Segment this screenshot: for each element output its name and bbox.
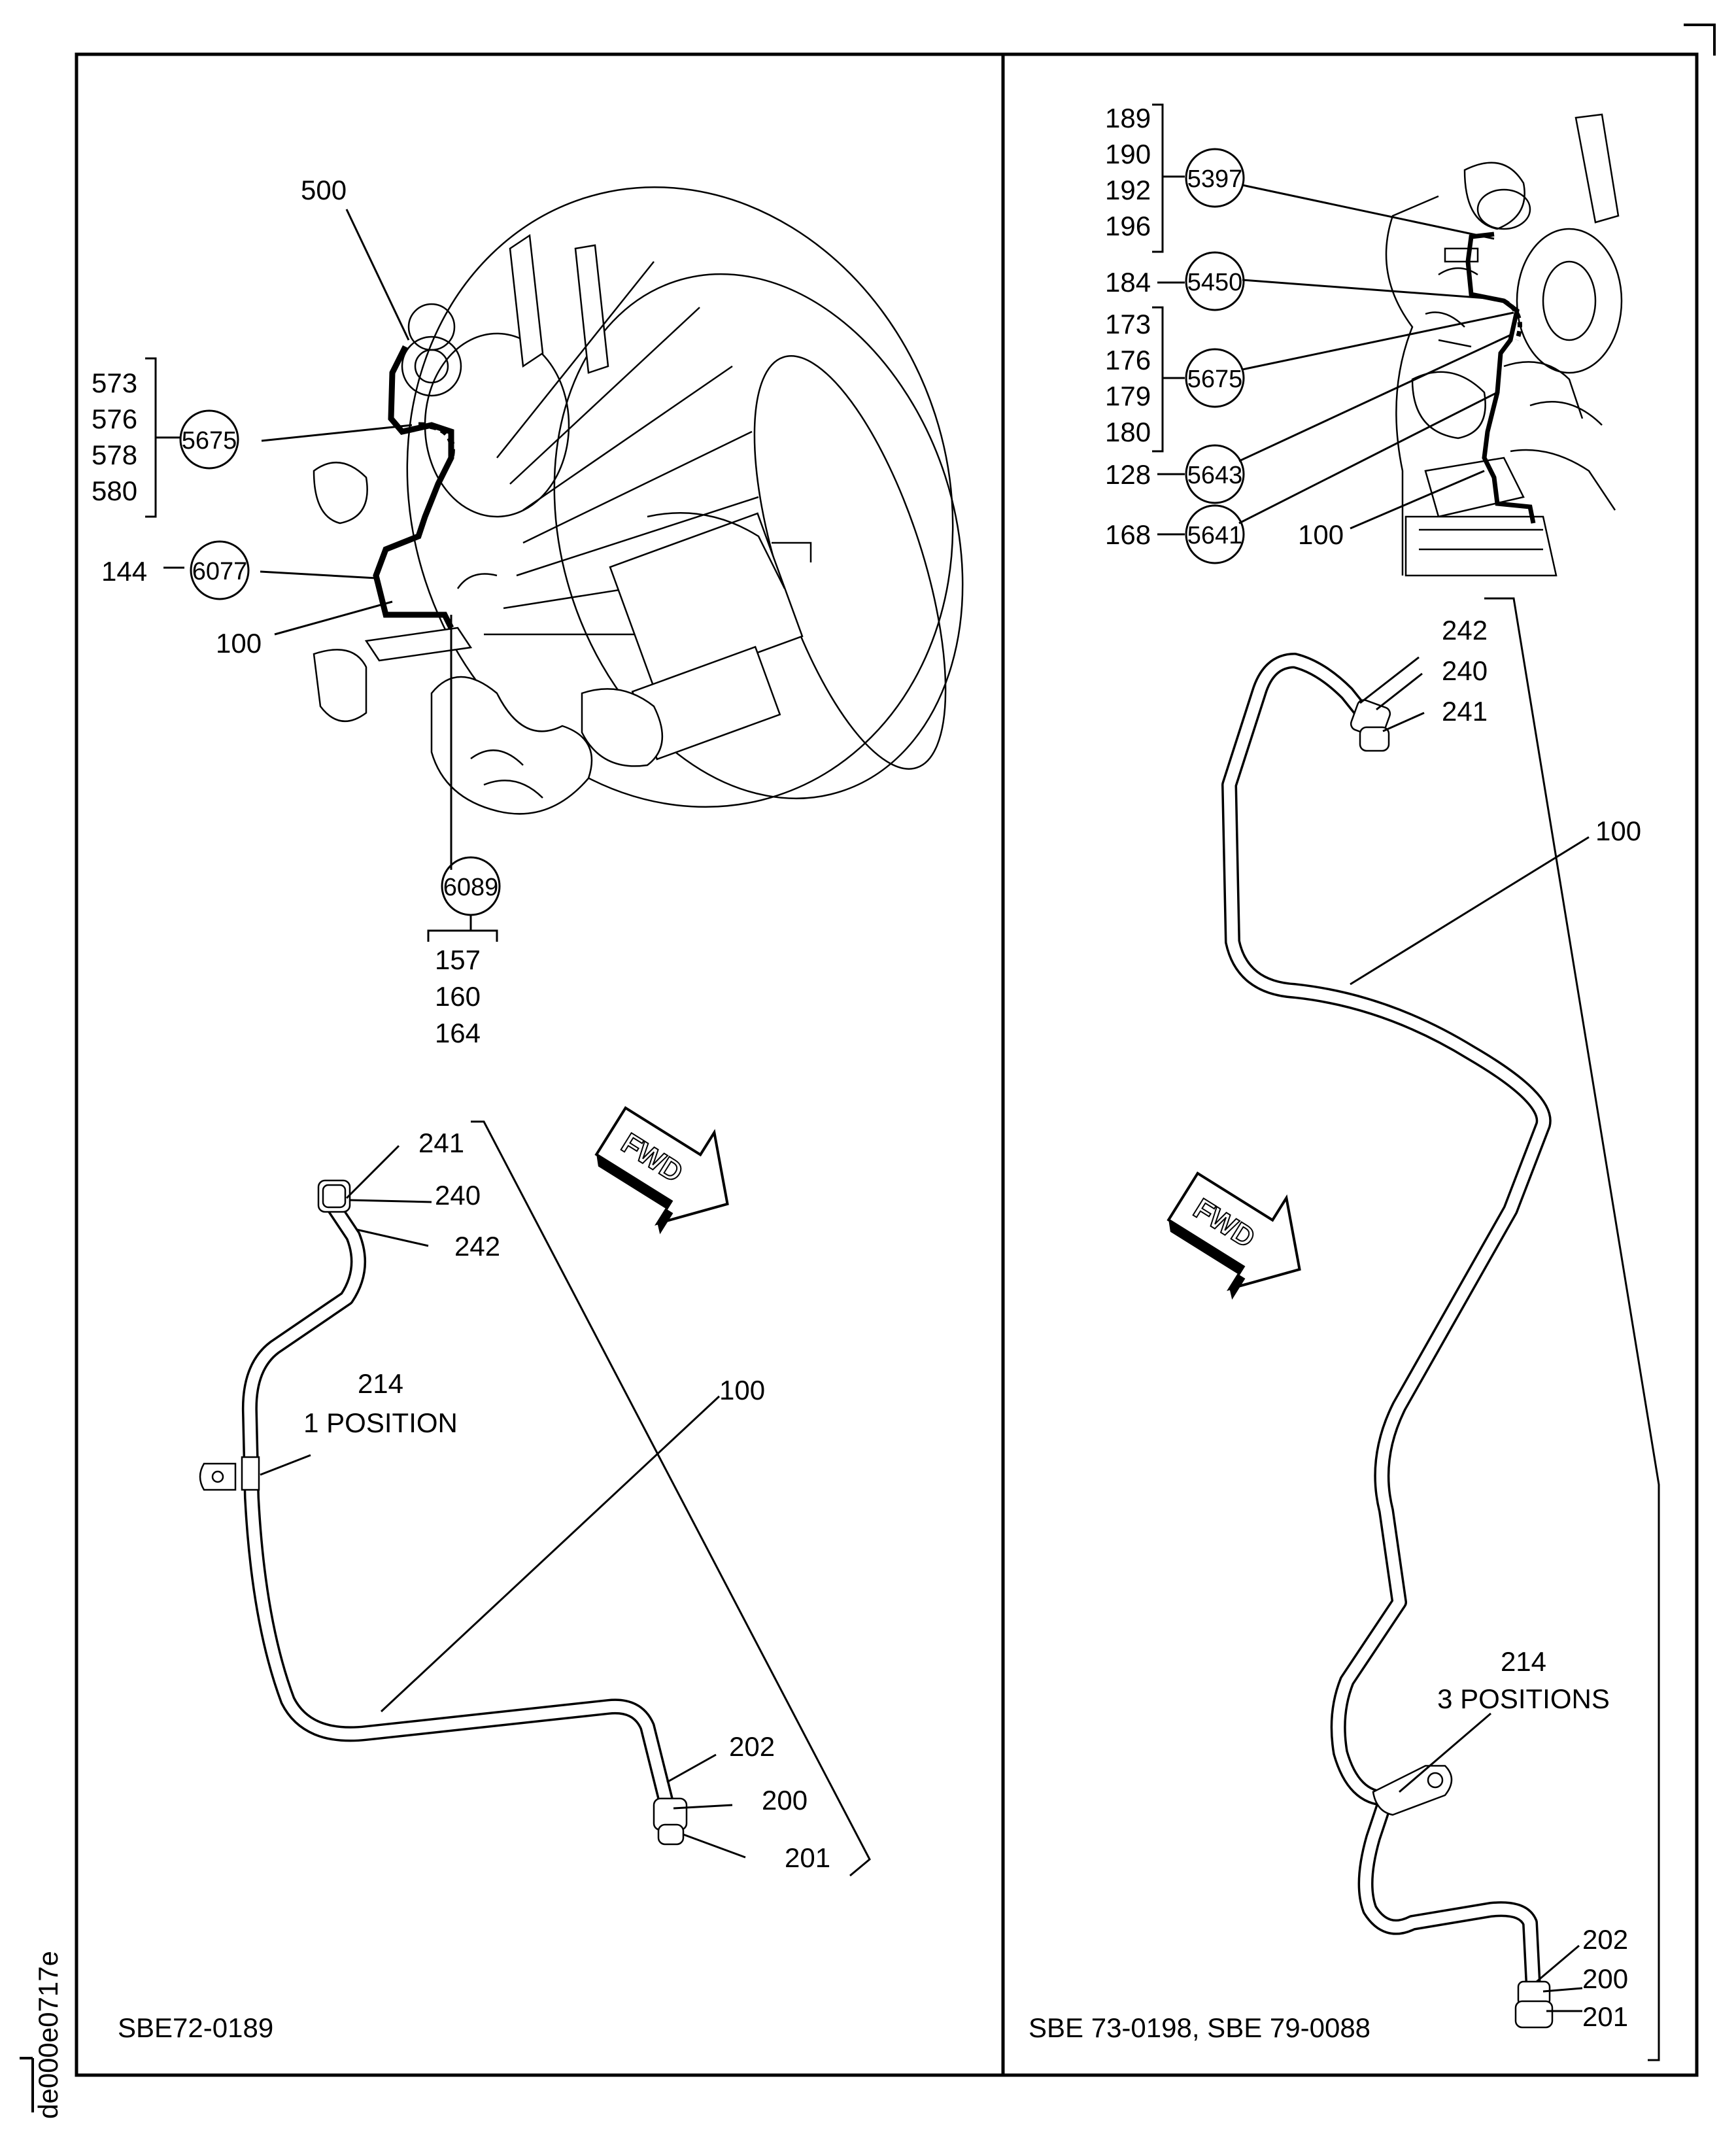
callout-201-right: 201 (1582, 2001, 1628, 2032)
callout-200-left: 200 (762, 1785, 808, 1816)
callout-242-left: 242 (454, 1231, 500, 1262)
callout-190: 190 (1105, 139, 1151, 169)
clamp-214-left (199, 1456, 260, 1491)
bulletin-left: SBE72-0189 (118, 2012, 273, 2043)
installed-pipe-left-hidden (418, 422, 455, 458)
callout-157: 157 (435, 944, 481, 975)
callout-580: 580 (92, 475, 137, 506)
callout-576: 576 (92, 404, 137, 434)
engine-illustration-right (1385, 113, 1623, 577)
callout-200-right: 200 (1582, 1963, 1628, 1994)
callout-573: 573 (92, 368, 137, 398)
callout-5397: 5397 (1187, 165, 1243, 193)
fwd-arrow-right: FWD (1166, 1171, 1301, 1300)
callout-164: 164 (435, 1018, 481, 1048)
callout-240-right: 240 (1442, 655, 1488, 686)
callout-180: 180 (1105, 417, 1151, 447)
callout-176: 176 (1105, 345, 1151, 375)
fwd-arrow-left: FWD (594, 1106, 729, 1235)
callout-168: 168 (1105, 519, 1151, 550)
note-1-position: 1 POSITION (303, 1407, 458, 1438)
callout-179: 179 (1105, 381, 1151, 411)
callout-5675-right: 5675 (1187, 366, 1243, 393)
callout-578: 578 (92, 439, 137, 470)
callout-100-top-left: 100 (216, 628, 262, 659)
callout-214-right: 214 (1501, 1646, 1546, 1677)
callout-202-left: 202 (729, 1731, 775, 1762)
installed-pipe-left (373, 345, 454, 630)
drawing-id: de000e0717e (33, 1951, 63, 2119)
callout-128: 128 (1105, 459, 1151, 490)
callout-6089: 6089 (443, 874, 499, 901)
callout-100-bottom-left: 100 (719, 1375, 765, 1405)
callout-202-right: 202 (1582, 1924, 1628, 1955)
detail-pipe-left (241, 1199, 675, 1813)
installed-pipe-right (1465, 232, 1536, 524)
engine-illustration-left (313, 186, 964, 815)
sheet-frame (20, 24, 1716, 2112)
callout-242-right: 242 (1442, 615, 1488, 645)
callout-201-left: 201 (785, 1842, 830, 1873)
callout-160: 160 (435, 981, 481, 1012)
callout-5641: 5641 (1187, 522, 1243, 549)
right-panel: 189 190 192 196 5397 184 5450 173 176 17… (1029, 103, 1660, 2061)
callout-196: 196 (1105, 211, 1151, 241)
callout-6077: 6077 (192, 558, 248, 585)
callout-144: 144 (101, 556, 147, 587)
callout-5450: 5450 (1187, 269, 1243, 296)
callout-240-left: 240 (435, 1180, 481, 1211)
callout-184: 184 (1105, 267, 1151, 298)
left-panel: 500 573 576 578 580 5675 144 6077 100 60… (92, 175, 964, 2043)
callout-5643: 5643 (1187, 462, 1243, 489)
callout-173: 173 (1105, 309, 1151, 339)
callout-214-left: 214 (358, 1368, 403, 1399)
note-3-positions: 3 POSITIONS (1437, 1683, 1610, 1714)
callout-5675-left: 5675 (182, 427, 237, 455)
bulletin-right: SBE 73-0198, SBE 79-0088 (1029, 2012, 1370, 2043)
callout-241-left: 241 (418, 1127, 464, 1158)
callout-100-mid-right: 100 (1595, 816, 1641, 846)
callout-189: 189 (1105, 103, 1151, 133)
callout-241-right: 241 (1442, 696, 1488, 727)
callout-100-top-right: 100 (1298, 519, 1344, 550)
callout-192: 192 (1105, 175, 1151, 205)
callout-500: 500 (301, 175, 347, 205)
clamp-214-right (1372, 1764, 1453, 1816)
